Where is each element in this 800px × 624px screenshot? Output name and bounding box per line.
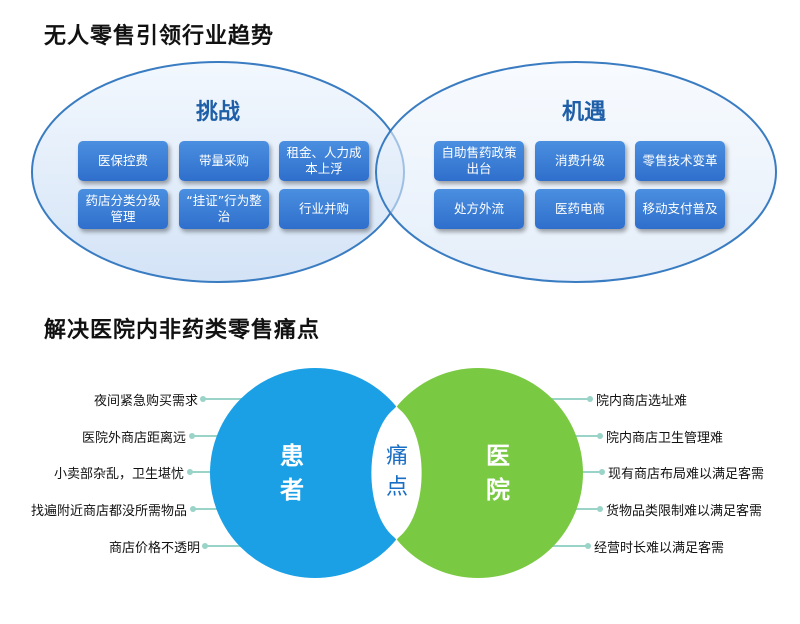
top-heading: 无人零售引领行业趋势 [44, 24, 275, 49]
hospital-pain-item: 经营时长难以满足客需 [594, 541, 725, 556]
hospital-pain-item: 院内商店选址难 [596, 394, 688, 409]
patient-pain-item: 夜间紧急购买需求 [93, 394, 198, 409]
opportunity-box: 医药电商 [535, 189, 625, 229]
opportunities-title: 机遇 [561, 100, 606, 125]
hospital-pain-item: 院内商店卫生管理难 [606, 431, 724, 446]
patient-pain-item: 商店价格不透明 [108, 541, 200, 556]
challenges-title: 挑战 [195, 100, 240, 125]
challenge-box: 行业并购 [279, 189, 369, 229]
opportunity-box: 消费升级 [535, 141, 625, 181]
hospital-label: 医院 [486, 442, 510, 504]
pain-lens-fill [371, 407, 422, 539]
hospital-circle [373, 368, 583, 578]
hospital-pain-item: 货物品类限制难以满足客需 [606, 504, 763, 519]
challenge-box: 药店分类分级管理 [78, 189, 168, 229]
patient-label: 患者 [280, 442, 304, 504]
challenge-box: “挂证”行为整治 [179, 189, 269, 229]
challenge-box: 带量采购 [179, 141, 269, 181]
patient-pain-item: 医院外商店距离远 [81, 431, 186, 446]
hospital-pain-item: 现有商店布局难以满足客需 [608, 467, 765, 482]
patient-pain-item: 小卖部杂乱，卫生堪忧 [53, 467, 184, 482]
connector-dots [187, 396, 605, 549]
opportunity-box: 处方外流 [434, 189, 524, 229]
pain-label: 痛点 [385, 444, 408, 500]
bottom-heading: 解决医院内非药类零售痛点 [44, 318, 321, 343]
challenge-box: 医保控费 [78, 141, 168, 181]
patient-circle [210, 368, 420, 578]
opportunity-box: 零售技术变革 [635, 141, 725, 181]
opportunity-box: 自助售药政策出台 [434, 141, 524, 181]
challenge-box: 租金、人力成本上浮 [279, 141, 369, 181]
patient-pain-item: 找遍附近商店都没所需物品 [30, 504, 187, 519]
opportunity-box: 移动支付普及 [635, 189, 725, 229]
